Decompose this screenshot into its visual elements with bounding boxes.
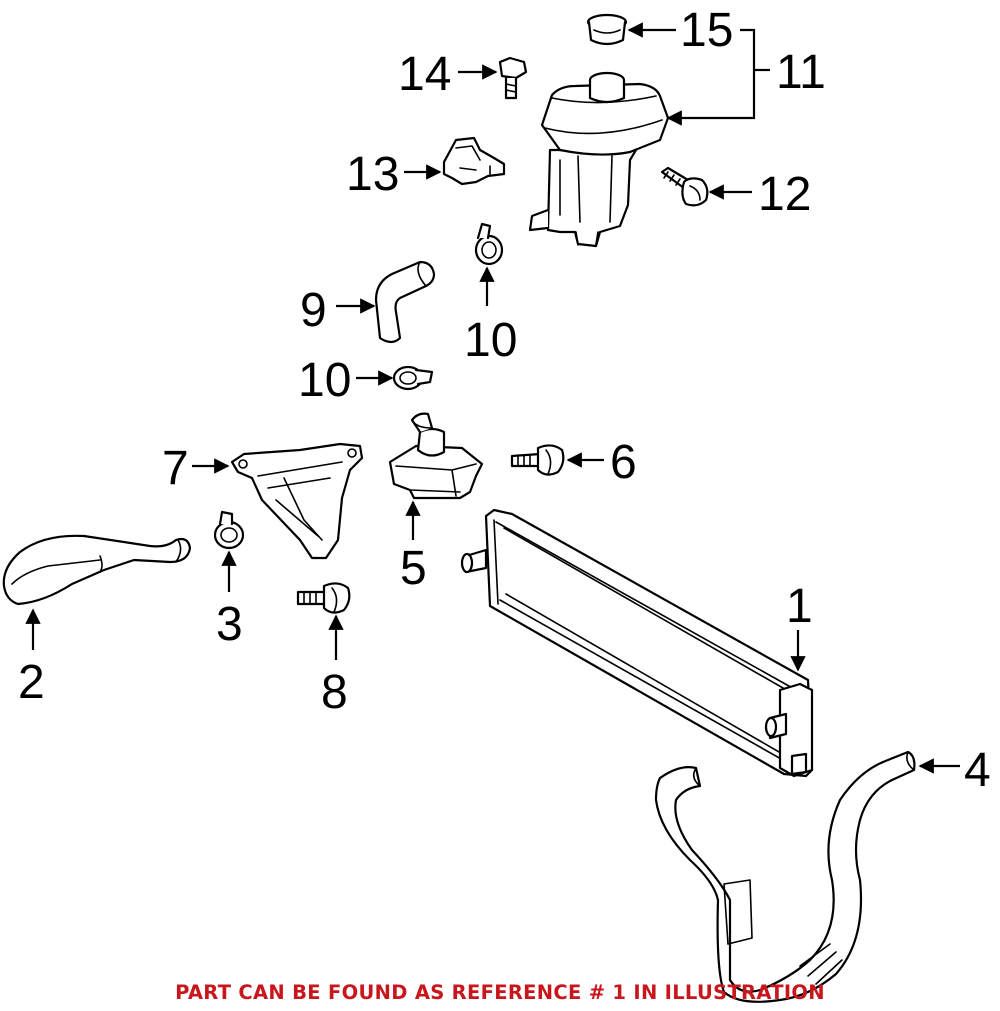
footer-note: PART CAN BE FOUND AS REFERENCE # 1 IN IL… bbox=[175, 981, 825, 1004]
hose-clamp-10-lower-part bbox=[392, 365, 434, 391]
coolant-reservoir-part bbox=[528, 71, 670, 248]
callout-9: 9 bbox=[300, 284, 327, 337]
reservoir-cap-part bbox=[586, 13, 628, 46]
hose-clamp-3-part bbox=[213, 510, 245, 550]
bracket-7-part bbox=[230, 442, 364, 560]
callout-15: 15 bbox=[680, 4, 733, 57]
callout-numbers: 15 11 14 13 12 9 10 10 7 6 5 1 3 2 8 4 bbox=[18, 4, 991, 797]
callout-2: 2 bbox=[18, 656, 45, 709]
callout-10-upper: 10 bbox=[464, 314, 517, 367]
callout-14: 14 bbox=[398, 48, 451, 101]
callout-13: 13 bbox=[346, 148, 399, 201]
hose-4-part bbox=[654, 750, 916, 1003]
radiator-1-part bbox=[460, 508, 814, 778]
callout-11: 11 bbox=[776, 46, 826, 99]
callout-10-lower: 10 bbox=[298, 354, 351, 407]
callout-3: 3 bbox=[216, 598, 243, 651]
hose-9-part bbox=[374, 260, 436, 344]
callout-4: 4 bbox=[964, 744, 991, 797]
water-pump-5-part bbox=[388, 412, 484, 500]
callout-6: 6 bbox=[610, 436, 637, 489]
bolt-14-part bbox=[498, 56, 528, 100]
callout-12: 12 bbox=[758, 168, 811, 221]
bracket-13-part bbox=[442, 136, 506, 186]
callout-1: 1 bbox=[786, 580, 813, 633]
bolt-8-part bbox=[296, 582, 351, 614]
bolt-6-part bbox=[510, 444, 565, 476]
bolt-12-part bbox=[660, 166, 709, 207]
callout-7: 7 bbox=[162, 442, 189, 495]
hose-2-part bbox=[2, 534, 192, 606]
callout-5: 5 bbox=[400, 542, 427, 595]
callout-8: 8 bbox=[321, 666, 348, 719]
hose-clamp-10-upper-part bbox=[474, 222, 504, 266]
leader-lines bbox=[25, 22, 960, 774]
